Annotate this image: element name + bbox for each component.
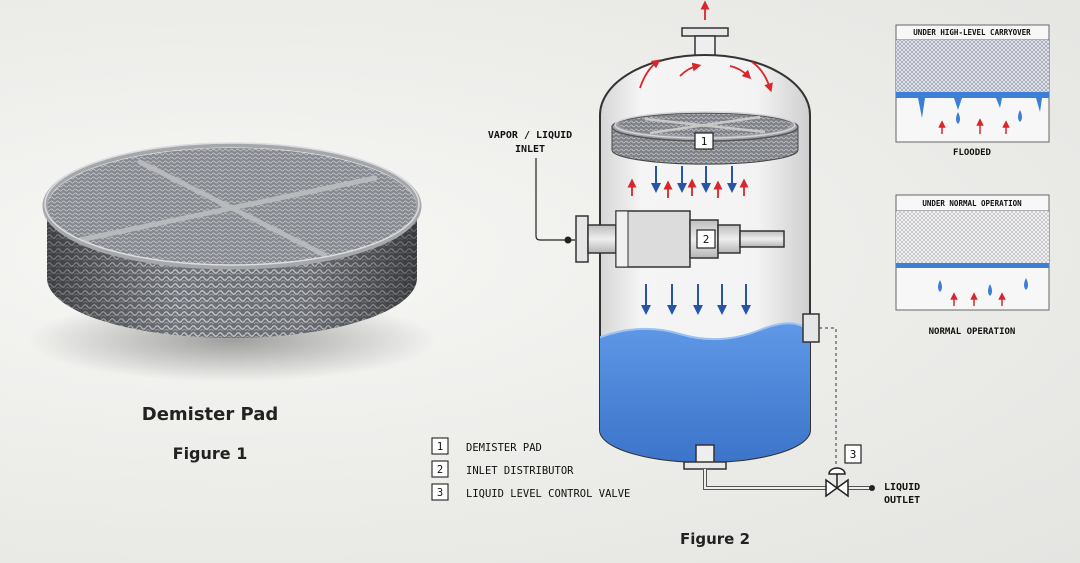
flooded-liquid-film	[896, 92, 1049, 118]
svg-text:3: 3	[850, 448, 857, 461]
support-grid	[77, 159, 378, 258]
legend-item: 3 LIQUID LEVEL CONTROL VALVE	[431, 483, 630, 501]
vapor-flow-arrows	[627, 0, 773, 198]
svg-text:FLOODED: FLOODED	[953, 148, 992, 158]
liquid-pool	[600, 323, 810, 462]
svg-text:1: 1	[701, 135, 708, 148]
liquid-flow-arrows	[641, 166, 751, 315]
outlet-label-line1: LIQUID	[884, 482, 920, 493]
inlet-distributor	[540, 210, 785, 268]
svg-text:UNDER HIGH-LEVEL CARRYOVER: UNDER HIGH-LEVEL CARRYOVER	[913, 28, 1031, 37]
svg-text:3: 3	[437, 487, 443, 499]
svg-text:UNDER NORMAL OPERATION: UNDER NORMAL OPERATION	[922, 199, 1022, 208]
figure1-caption: Figure 1	[172, 444, 248, 463]
vapor-outlet-nozzle	[681, 27, 729, 59]
inlet-label-line2: INLET	[515, 144, 545, 155]
callout-1: 1	[694, 132, 714, 150]
panel-normal: UNDER NORMAL OPERATION NORMAL OPERATION	[895, 194, 1050, 337]
legend: 1 DEMISTER PAD 2 INLET DISTRIBUTOR 3 LIQ…	[431, 437, 630, 501]
legend-item: 1 DEMISTER PAD	[431, 437, 542, 455]
figure1-title: Demister Pad	[141, 404, 279, 425]
demister-pad-illustration	[27, 142, 437, 382]
svg-text:2: 2	[437, 464, 443, 476]
svg-text:1: 1	[437, 441, 443, 453]
svg-text:INLET DISTRIBUTOR: INLET DISTRIBUTOR	[466, 465, 574, 477]
outlet-label-line2: OUTLET	[884, 495, 920, 506]
level-control-loop	[703, 313, 875, 498]
figure2-caption: Figure 2	[679, 530, 751, 548]
svg-text:2: 2	[703, 233, 710, 246]
svg-text:DEMISTER PAD: DEMISTER PAD	[466, 442, 542, 454]
svg-text:NORMAL OPERATION: NORMAL OPERATION	[929, 327, 1016, 337]
svg-text:LIQUID LEVEL CONTROL VALVE: LIQUID LEVEL CONTROL VALVE	[466, 488, 630, 500]
panel-flooded: UNDER HIGH-LEVEL CARRYOVER FLOODED	[895, 24, 1050, 158]
liquid-drain-nozzle	[683, 444, 727, 470]
inlet-label-line1: VAPOR / LIQUID	[488, 130, 572, 141]
callout-3: 3	[844, 444, 862, 464]
legend-item: 2 INLET DISTRIBUTOR	[431, 460, 574, 478]
callout-2: 2	[696, 229, 716, 249]
